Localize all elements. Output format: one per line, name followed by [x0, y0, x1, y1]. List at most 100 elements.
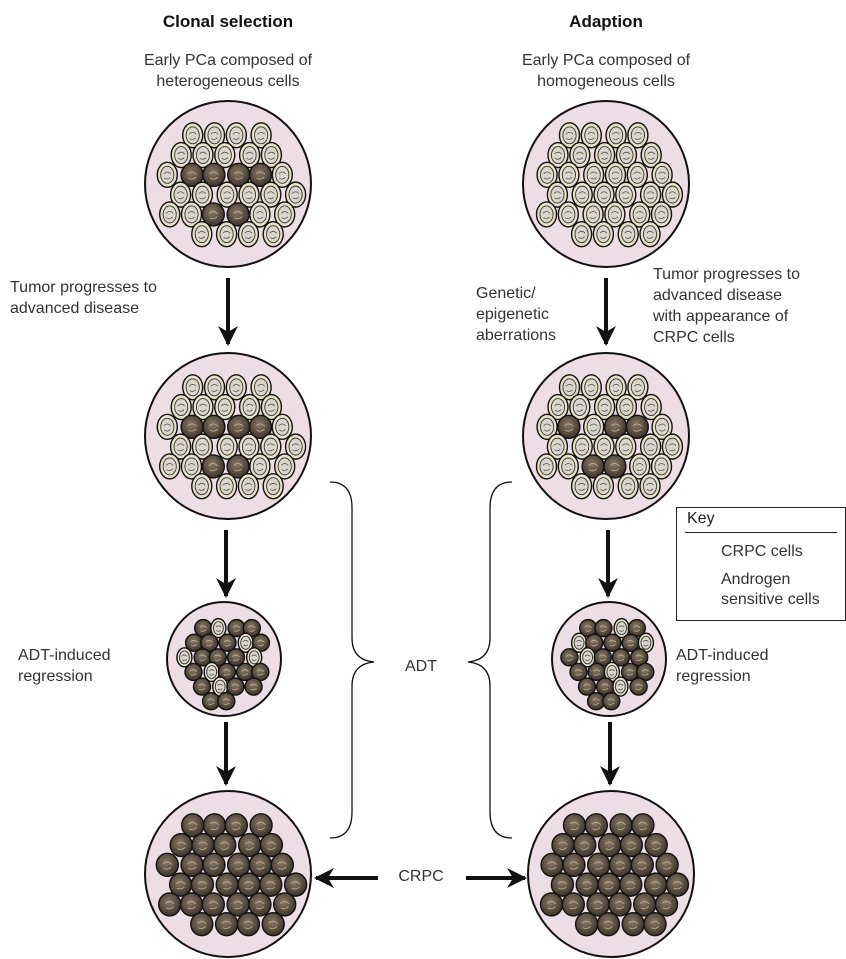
crpc-cell — [227, 678, 244, 695]
crpc-center-label: CRPC — [386, 866, 456, 887]
right-regression-line2: regression — [676, 666, 769, 687]
androgen-sensitive-cell — [572, 474, 592, 499]
androgen-sensitive-cell — [157, 414, 177, 439]
adt-brace-left — [330, 482, 374, 838]
aberrations-line2: epigenetic — [476, 304, 556, 325]
left-regression-line1: ADT-induced — [18, 645, 111, 666]
tumor-right-early — [523, 101, 689, 267]
right-progress-line3: with appearance of — [653, 306, 800, 327]
androgen-sensitive-cell — [618, 222, 638, 247]
crpc-cell — [245, 678, 262, 695]
aberrations-label: Genetic/ epigenetic aberrations — [476, 283, 556, 346]
crpc-cell — [595, 620, 612, 637]
crpc-cell — [561, 649, 578, 666]
left-regression-line2: regression — [18, 666, 111, 687]
left-subtitle-line1: Early PCa composed of — [98, 50, 358, 71]
androgen-sensitive-cell — [192, 222, 212, 247]
crpc-cell — [237, 913, 259, 936]
adt-label: ADT — [396, 656, 446, 677]
key-androgen-label: Androgen sensitive cells — [721, 570, 820, 610]
crpc-cell — [218, 693, 235, 710]
androgen-sensitive-cell — [537, 202, 557, 227]
key-crpc-label: CRPC cells — [721, 542, 803, 562]
androgen-sensitive-cell — [593, 474, 613, 499]
right-progress-line4: CRPC cells — [653, 327, 800, 348]
tumor-left-regression — [167, 602, 281, 716]
androgen-sensitive-cell — [160, 202, 180, 227]
left-progress-line2: advanced disease — [10, 298, 157, 319]
crpc-cell — [563, 853, 585, 876]
androgen-sensitive-cell — [640, 474, 660, 499]
crpc-cell — [216, 913, 238, 936]
crpc-cell — [274, 893, 296, 916]
crpc-cell — [579, 678, 596, 695]
right-progress-line2: advanced disease — [653, 285, 800, 306]
right-column-title: Adaption — [486, 12, 726, 32]
tumor-left-early — [145, 101, 311, 267]
androgen-sensitive-cell — [192, 474, 212, 499]
crpc-cell — [644, 913, 666, 936]
androgen-sensitive-cell — [160, 454, 180, 479]
crpc-cell — [631, 853, 653, 876]
left-regression-label: ADT-induced regression — [18, 645, 111, 687]
androgen-sensitive-cell — [558, 454, 578, 479]
key-title: Key — [687, 510, 715, 528]
crpc-cell — [249, 893, 271, 916]
right-regression-label: ADT-induced regression — [676, 645, 769, 687]
androgen-sensitive-cell — [157, 162, 177, 187]
aberrations-line3: aberrations — [476, 325, 556, 346]
left-subtitle-line2: heterogeneous cells — [98, 71, 358, 92]
crpc-cell — [656, 893, 678, 916]
crpc-cell — [203, 853, 225, 876]
tumor-right-advanced — [523, 353, 689, 519]
androgen-sensitive-cell — [618, 474, 638, 499]
crpc-cell — [576, 913, 598, 936]
crpc-cell — [271, 853, 293, 876]
tumor-left-advanced — [145, 353, 311, 519]
aberrations-line1: Genetic/ — [476, 283, 556, 304]
androgen-sensitive-cell — [640, 222, 660, 247]
crpc-cell — [191, 913, 213, 936]
crpc-cell — [159, 893, 181, 916]
crpc-cell — [156, 853, 178, 876]
androgen-sensitive-cell — [263, 474, 283, 499]
key-divider — [685, 532, 837, 533]
key-panel: Key CRPC cells Androgen sensitive cells — [676, 507, 846, 621]
crpc-cell — [203, 693, 220, 710]
right-progress-label: Tumor progresses to advanced disease wit… — [653, 264, 800, 348]
key-androgen-line2: sensitive cells — [721, 590, 820, 610]
androgen-sensitive-cell — [537, 454, 557, 479]
right-subtitle: Early PCa composed of homogeneous cells — [476, 50, 736, 92]
androgen-sensitive-cell — [558, 202, 578, 227]
tumor-right-regression — [552, 602, 666, 716]
crpc-cell — [541, 893, 563, 916]
key-androgen-line1: Androgen — [721, 570, 820, 590]
androgen-sensitive-cell — [593, 222, 613, 247]
tumor-left-crpc — [145, 791, 311, 957]
crpc-cell — [603, 693, 620, 710]
left-column-title: Clonal selection — [108, 12, 348, 32]
crpc-cell — [609, 893, 631, 916]
androgen-sensitive-cell — [217, 474, 237, 499]
right-subtitle-line1: Early PCa composed of — [476, 50, 736, 71]
crpc-cell — [194, 678, 211, 695]
adt-brace-right — [468, 482, 512, 838]
crpc-cell — [262, 913, 284, 936]
crpc-cell — [562, 893, 584, 916]
left-subtitle: Early PCa composed of heterogeneous cell… — [98, 50, 358, 92]
crpc-cell — [622, 913, 644, 936]
androgen-sensitive-cell — [217, 222, 237, 247]
left-progress-line1: Tumor progresses to — [10, 277, 157, 298]
right-progress-line1: Tumor progresses to — [653, 264, 800, 285]
crpc-cell — [202, 893, 224, 916]
crpc-cell — [585, 814, 607, 837]
androgen-sensitive-cell — [572, 222, 592, 247]
androgen-sensitive-cell — [238, 474, 258, 499]
crpc-cell — [632, 814, 654, 837]
crpc-cell — [597, 913, 619, 936]
crpc-cell — [228, 649, 245, 666]
crpc-cell — [588, 693, 605, 710]
androgen-sensitive-cell — [263, 222, 283, 247]
androgen-sensitive-cell — [238, 222, 258, 247]
